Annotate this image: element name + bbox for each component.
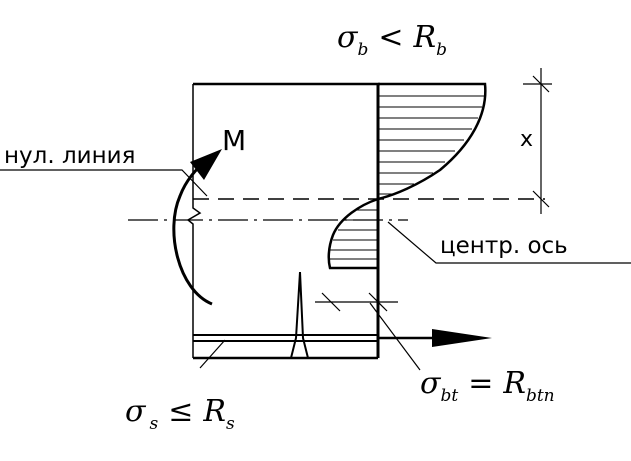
tension-stress-block: [327, 197, 379, 270]
depth-label: x: [520, 127, 533, 152]
compression-hatching: [378, 95, 484, 195]
centroid-axis-label: центр. ось: [440, 233, 568, 259]
centroid-axis-leader: [387, 221, 631, 264]
neutral-line-leader: [0, 169, 208, 197]
rebar-stress-spike: [290, 271, 309, 359]
formula-top: σb<Rb: [337, 20, 447, 60]
tension-hatching: [329, 209, 378, 260]
moment-arrowhead: [190, 149, 222, 180]
tension-curve: [327, 197, 379, 270]
tension-leader: [369, 302, 421, 371]
moment-label: M: [222, 124, 246, 157]
formula-tension: σbt=Rbtn: [420, 366, 555, 406]
moment-arrow: [172, 149, 222, 306]
rebar-leader: [199, 339, 226, 369]
force-arrowhead: [432, 329, 492, 347]
neutral-line-label: нул. линия: [4, 143, 135, 169]
break-mark: [186, 190, 202, 230]
depth-dimension: [523, 68, 552, 214]
compression-stress-block: [377, 82, 487, 201]
moment-arc: [172, 159, 213, 306]
tension-depth-mark: [315, 292, 398, 312]
rebar-force-arrow: [378, 329, 492, 347]
compression-curve: [377, 82, 487, 201]
reinforcement: [193, 334, 378, 342]
beam-section: [186, 82, 380, 360]
